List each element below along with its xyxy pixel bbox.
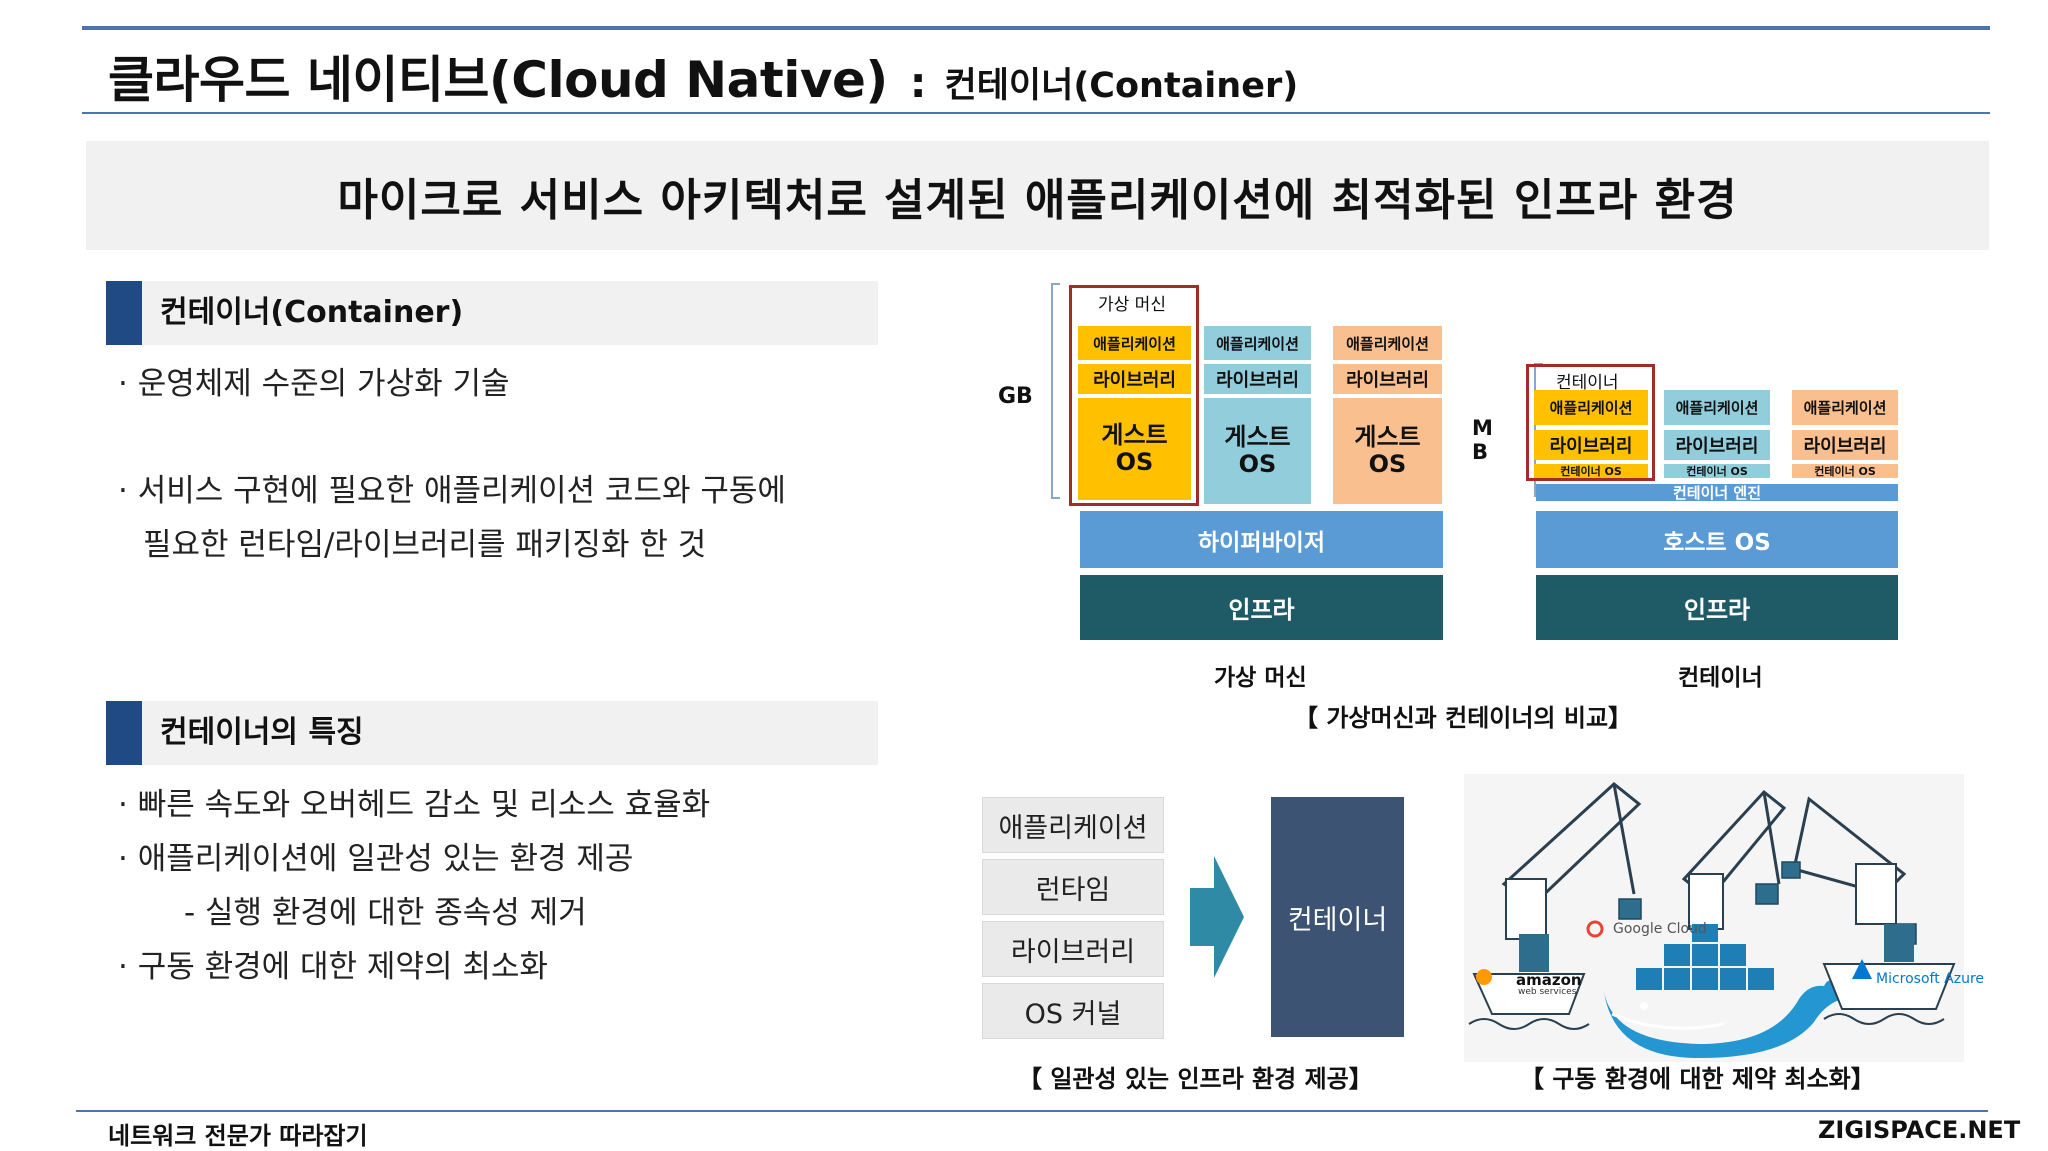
stack-layer-library: 라이브러리: [982, 921, 1164, 977]
docker-cranes-illustration: [1464, 774, 1964, 1062]
title-main: 클라우드 네이티브(Cloud Native): [108, 51, 888, 109]
arrow-right-icon: [1190, 856, 1244, 978]
azure-logo: Microsoft Azure: [1876, 971, 1985, 987]
section-header-features: 컨테이너의 특징: [106, 701, 878, 765]
container-engine-layer: 컨테이너 엔진: [1536, 484, 1898, 502]
container-infra-layer: 인프라: [1536, 575, 1898, 640]
bullet-item: 필요한 런타임/라이브러리를 패키징화 한 것: [143, 527, 707, 563]
vm-lib-block: 라이브러리: [1204, 364, 1311, 394]
container-package-box: 컨테이너: [1271, 797, 1404, 1037]
title-separator: :: [909, 58, 927, 107]
vm-app-block: 애플리케이션: [1078, 326, 1191, 360]
gb-unit-label: GB: [998, 384, 1033, 409]
packaging-caption: 【 일관성 있는 인프라 환경 제공】: [1018, 1065, 1373, 1093]
vm-guest-os-block: 게스트 OS: [1333, 398, 1442, 504]
vm-infra-layer: 인프라: [1080, 575, 1443, 640]
vm-guest-os-block: 게스트 OS: [1078, 398, 1191, 500]
vm-highlight-box: [1069, 285, 1199, 506]
container-lib-block: 라이브러리: [1664, 430, 1770, 460]
section-title: 컨테이너(Container): [160, 295, 464, 330]
vm-lib-block: 라이브러리: [1078, 364, 1191, 394]
comparison-caption: 【 가상머신과 컨테이너의 비교】: [1294, 704, 1633, 732]
footer-left-text: 네트워크 전문가 따라잡기: [108, 1122, 368, 1150]
container-os-block: 컨테이너 OS: [1792, 464, 1898, 478]
title-rule: [82, 112, 1990, 114]
container-caption: 컨테이너: [1678, 665, 1763, 691]
google-cloud-logo: Google Cloud: [1613, 921, 1707, 937]
section-marker: [106, 701, 142, 765]
bullet-item: · 빠른 속도와 오버헤드 감소 및 리소스 효율화: [118, 787, 711, 823]
aws-logo-sub: web services: [1518, 987, 1577, 997]
page-title: 클라우드 네이티브(Cloud Native) : 컨테이너(Container…: [108, 40, 1298, 110]
top-rule: [82, 26, 1990, 30]
container-lib-block: 라이브러리: [1792, 430, 1898, 460]
stack-layer-runtime: 런타임: [982, 859, 1164, 915]
section-header-container: 컨테이너(Container): [106, 281, 878, 345]
hypervisor-layer: 하이퍼바이저: [1080, 511, 1443, 568]
container-box-label: 컨테이너: [1556, 373, 1619, 393]
mb-unit-label: M B: [1472, 416, 1493, 464]
vm-box-label: 가상 머신: [1098, 295, 1166, 315]
container-lib-block: 라이브러리: [1534, 430, 1648, 460]
container-os-block: 컨테이너 OS: [1664, 464, 1770, 478]
summary-banner: 마이크로 서비스 아키텍처로 설계된 애플리케이션에 최적화된 인프라 환경: [86, 141, 1989, 250]
section-marker: [106, 281, 142, 345]
container-highlight-box: [1526, 364, 1655, 481]
vm-app-block: 애플리케이션: [1333, 326, 1442, 360]
bullet-item: · 서비스 구현에 필요한 애플리케이션 코드와 구동에: [118, 473, 786, 509]
footer-site-link[interactable]: ZIGISPACE.NET: [1818, 1116, 2021, 1144]
cloud-caption: 【 구동 환경에 대한 제약 최소화】: [1520, 1065, 1875, 1093]
title-subtitle: 컨테이너(Container): [944, 66, 1299, 106]
bullet-item: · 구동 환경에 대한 제약의 최소화: [118, 949, 548, 985]
bullet-item: - 실행 환경에 대한 종속성 제거: [184, 895, 587, 931]
stack-layer-application: 애플리케이션: [982, 797, 1164, 853]
stack-layer-os-kernel: OS 커널: [982, 983, 1164, 1039]
container-os-block: 컨테이너 OS: [1534, 464, 1648, 478]
gb-bracket: [1051, 283, 1060, 499]
bullet-item: · 애플리케이션에 일관성 있는 환경 제공: [118, 841, 634, 877]
container-app-block: 애플리케이션: [1664, 390, 1770, 425]
host-os-layer: 호스트 OS: [1536, 511, 1898, 568]
section-title: 컨테이너의 특징: [160, 715, 364, 750]
vm-caption: 가상 머신: [1214, 665, 1307, 691]
bullet-item: · 운영체제 수준의 가상화 기술: [118, 366, 510, 402]
vm-guest-os-block: 게스트 OS: [1204, 398, 1311, 504]
container-app-block: 애플리케이션: [1534, 390, 1648, 425]
vm-lib-block: 라이브러리: [1333, 364, 1442, 394]
container-app-block: 애플리케이션: [1792, 390, 1898, 425]
vm-app-block: 애플리케이션: [1204, 326, 1311, 360]
banner-text: 마이크로 서비스 아키텍처로 설계된 애플리케이션에 최적화된 인프라 환경: [337, 174, 1738, 226]
aws-logo-word: amazon: [1516, 971, 1582, 989]
footer-rule: [76, 1110, 1988, 1112]
